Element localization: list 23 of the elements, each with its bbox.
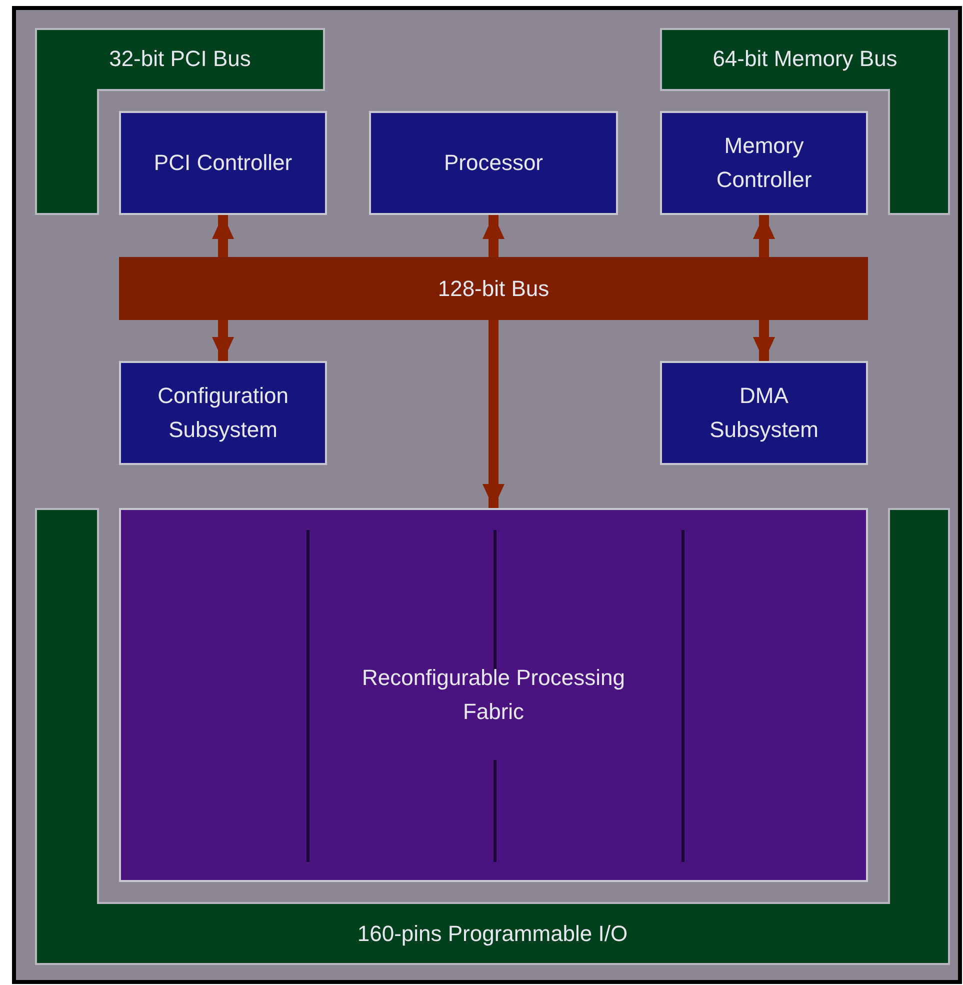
block-label: Reconfigurable Processing Fabric	[361, 664, 626, 726]
block-label: Memory Controller	[715, 132, 813, 194]
component-box	[369, 111, 618, 215]
component-box	[119, 361, 327, 465]
block-label: Configuration Subsystem	[156, 382, 290, 444]
arrow	[482, 215, 504, 257]
block-label: 32-bit PCI Bus	[109, 45, 251, 73]
block-label: DMA Subsystem	[708, 382, 820, 444]
block-label: 64-bit Memory Bus	[712, 45, 898, 73]
block-label: Processor	[444, 149, 544, 177]
arrow	[753, 215, 775, 257]
arrow	[753, 320, 775, 361]
block-label: 128-bit Bus	[438, 274, 550, 302]
component-box	[660, 111, 868, 215]
bus-bar	[119, 257, 868, 320]
block-label: PCI Controller	[154, 149, 292, 177]
fabric-block	[119, 508, 868, 882]
arrow	[212, 320, 234, 361]
arrow	[482, 320, 504, 508]
component-box	[119, 111, 327, 215]
component-box	[660, 361, 868, 465]
block-label: 160-pins Programmable I/O	[357, 920, 628, 948]
arrow	[212, 215, 234, 257]
